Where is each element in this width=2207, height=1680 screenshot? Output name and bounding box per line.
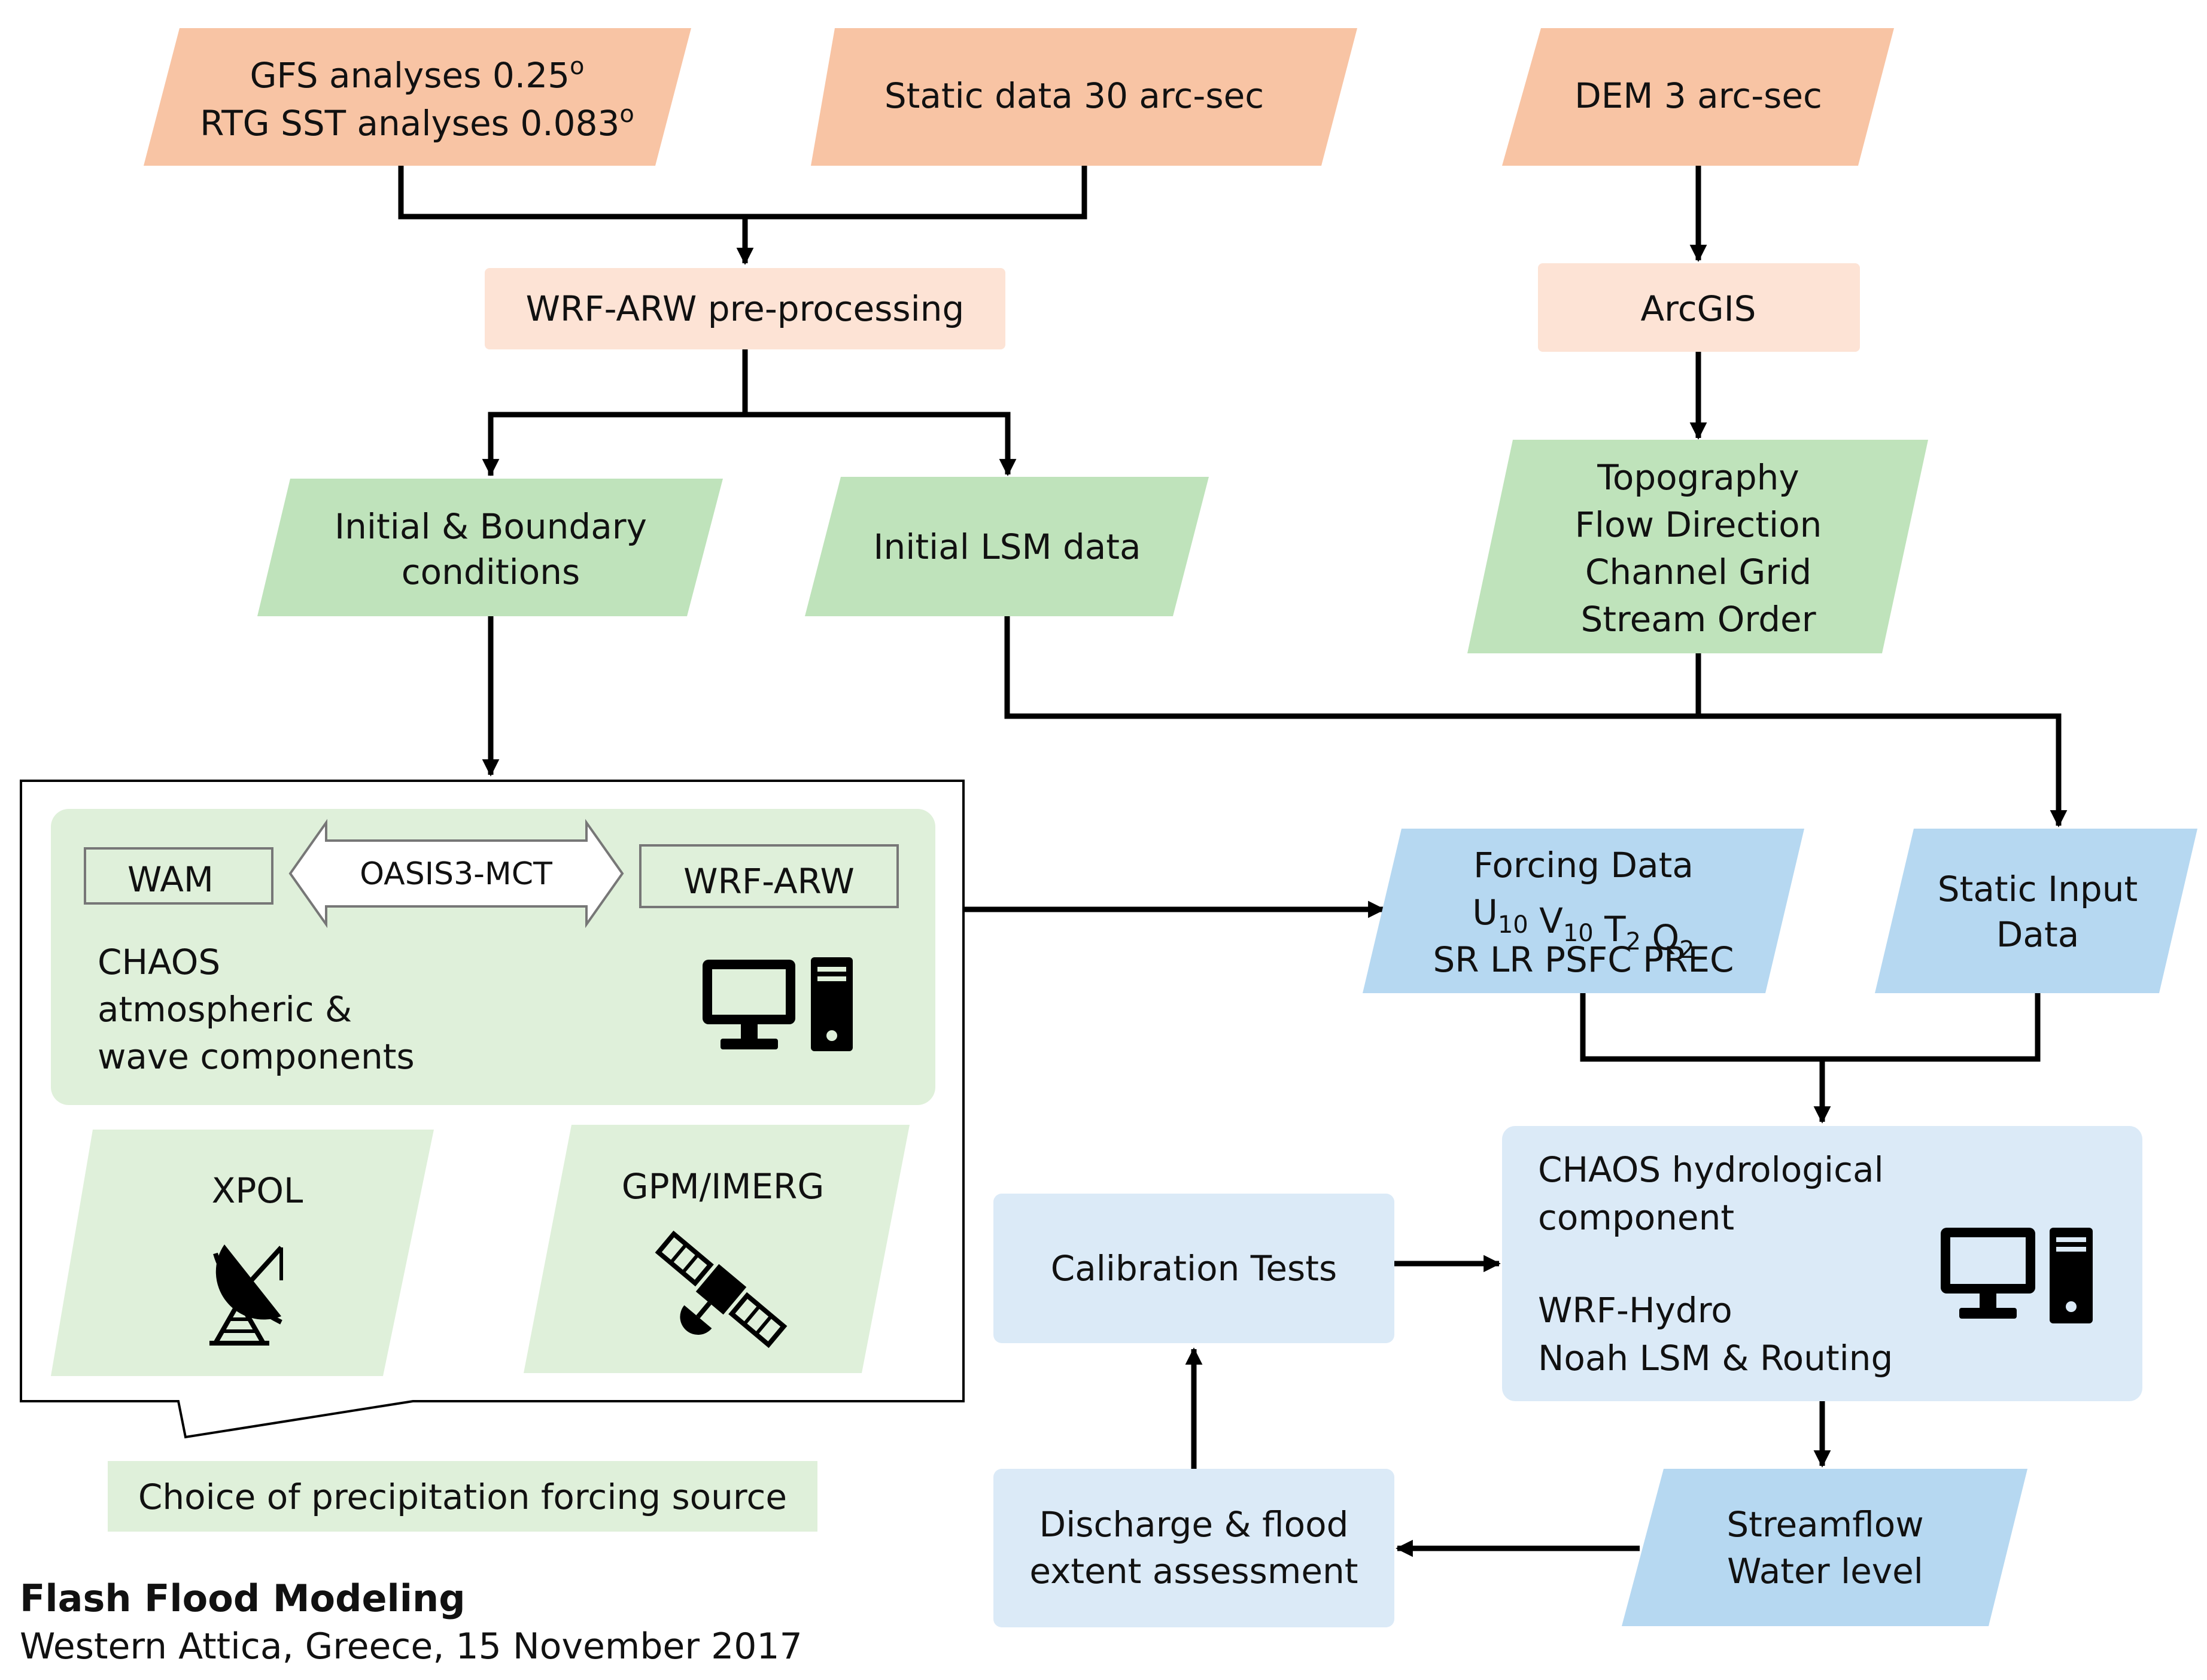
wrf-preprocessing-label: WRF-ARW pre-processing [526,288,965,329]
static-data-input: Static data 30 arc-sec [811,28,1357,166]
chaos-hydrological-box: CHAOS hydrological component WRF-Hydro N… [1502,1126,2142,1401]
static-data-label: Static data 30 arc-sec [884,75,1264,116]
svg-text:Choice of precipitation forcin: Choice of precipitation forcing source [138,1477,787,1517]
connectors-preprocessing [482,349,1707,476]
svg-text:Calibration Tests: Calibration Tests [1051,1248,1337,1289]
caption-title: Flash Flood Modeling [20,1576,466,1620]
svg-text:Initial & Boundary: Initial & Boundary [335,506,647,547]
computer-icon [1941,1228,2093,1323]
forcing-variable: T [1594,909,1626,949]
static-input-data: Static Input Data [1875,829,2197,993]
gpm-imerg-source: GPM/IMERG [524,1125,910,1373]
svg-text:CHAOS: CHAOS [98,942,220,982]
discharge-assessment-box: Discharge & flood extent assessment [993,1469,1394,1627]
arcgis-box: ArcGIS [1538,263,1860,352]
svg-text:XPOL: XPOL [212,1170,303,1211]
gfs-rtg-input: GFS analyses 0.25o RTG SST analyses 0.08… [144,28,691,166]
dem-label: DEM 3 arc-sec [1574,75,1822,116]
dem-input: DEM 3 arc-sec [1502,28,1894,166]
svg-text:OASIS3-MCT: OASIS3-MCT [360,856,552,892]
forcing-variable: V [1528,900,1563,941]
connectors-inputs [398,166,1707,265]
wam-box: WAM [84,847,273,905]
svg-text:Noah LSM & Routing: Noah LSM & Routing [1538,1338,1893,1378]
forcing-variable-subscript: 2 [1679,936,1694,964]
svg-text:GPM/IMERG: GPM/IMERG [622,1166,825,1207]
svg-text:CHAOS hydrological: CHAOS hydrological [1538,1149,1884,1190]
forcing-data: Forcing Data U10 V10 T2 Q2 SR LR PSFC PR… [1363,829,1804,993]
oasis-coupler-arrow: OASIS3-MCT [288,818,624,929]
svg-text:atmospheric &: atmospheric & [98,989,352,1030]
wrf-preprocessing-box: WRF-ARW pre-processing [485,268,1005,349]
svg-text:WRF-Hydro: WRF-Hydro [1538,1290,1732,1331]
svg-text:Flow Direction: Flow Direction [1575,504,1822,545]
computer-icon [703,957,853,1051]
forcing-variable-subscript: 2 [1626,928,1641,955]
svg-text:Forcing Data: Forcing Data [1473,845,1694,885]
svg-text:Initial LSM data: Initial LSM data [873,526,1141,567]
radar-dish-icon [209,1244,283,1346]
connectors-blue [1580,993,2041,1124]
initial-boundary-conditions: Initial & Boundary conditions [257,479,723,616]
topography-data: Topography Flow Direction Channel Grid S… [1467,440,1928,653]
forcing-variable-subscript: 10 [1498,911,1528,939]
svg-text:Data: Data [1996,914,2080,955]
satellite-icon [655,1230,788,1349]
svg-text:wave components: wave components [98,1036,415,1077]
caption-subtitle: Western Attica, Greece, 15 November 2017 [20,1626,802,1667]
svg-text:extent assessment: extent assessment [1029,1551,1358,1591]
svg-text:RTG SST analyses 0.083o: RTG SST analyses 0.083o [200,101,634,144]
wrf-arw-box: WRF-ARW [639,844,899,908]
xpol-source: XPOL [51,1130,434,1376]
svg-text:SR LR PSFC PREC: SR LR PSFC PREC [1433,939,1734,980]
svg-text:WAM: WAM [127,859,214,900]
forcing-variable: U [1472,892,1497,933]
streamflow-output: Streamflow Water level [1622,1469,2027,1626]
chaos-model-frame: WAM OASIS3-MCT WRF-ARW CHAOS atmospheric… [20,780,965,1439]
svg-text:Static Input: Static Input [1938,869,2138,909]
svg-text:Discharge & flood: Discharge & flood [1039,1504,1349,1545]
initial-lsm-data: Initial LSM data [805,477,1209,616]
arcgis-label: ArcGIS [1640,288,1756,329]
svg-text:WRF-ARW: WRF-ARW [683,861,855,902]
svg-text:component: component [1538,1197,1734,1238]
svg-text:GFS analyses 0.25o: GFS analyses 0.25o [250,53,584,96]
connectors-green [482,616,2068,827]
svg-text:Water level: Water level [1727,1551,1923,1591]
svg-text:U10 V10 T2 Q2: U10 V10 T2 Q2 [1472,892,1694,964]
calibration-tests-box: Calibration Tests [993,1194,1394,1343]
svg-text:Channel Grid: Channel Grid [1585,552,1811,592]
svg-text:Stream Order: Stream Order [1580,599,1816,640]
svg-text:Streamflow: Streamflow [1726,1504,1923,1545]
svg-text:conditions: conditions [402,552,580,592]
forcing-variable: Q [1641,917,1679,958]
svg-text:Topography: Topography [1597,457,1799,498]
forcing-variable-subscript: 10 [1563,920,1594,947]
precip-source-callout: Choice of precipitation forcing source [108,1461,817,1532]
